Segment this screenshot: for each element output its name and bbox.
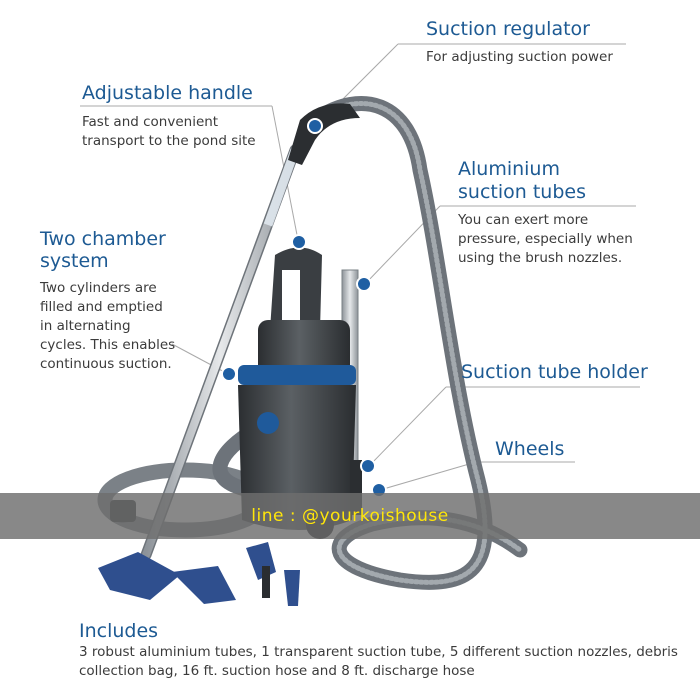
- callout-suction-regulator-desc: For adjusting suction power: [426, 49, 613, 65]
- callout-adjustable-handle-desc-line2: transport to the pond site: [82, 133, 256, 149]
- callout-adjustable-handle-title: Adjustable handle: [82, 82, 253, 104]
- callout-aluminium-tubes-desc-line1: You can exert more: [458, 212, 589, 228]
- callout-two-chamber-desc-line3: in alternating: [40, 318, 131, 334]
- marker-adjustable-handle: [291, 234, 307, 250]
- callout-tube-holder-title: Suction tube holder: [461, 361, 648, 383]
- callout-adjustable-handle-desc-line1: Fast and convenient: [82, 114, 219, 130]
- callout-two-chamber-desc-line1: Two cylinders are: [40, 280, 157, 296]
- callout-aluminium-tubes-desc-line3: using the brush nozzles.: [458, 250, 623, 266]
- watermark-text: line : @yourkoishouse: [251, 506, 449, 526]
- marker-two-chamber: [221, 366, 237, 382]
- marker-tube-holder: [360, 458, 376, 474]
- callout-two-chamber-desc-line4: cycles. This enables: [40, 337, 176, 353]
- includes-text: 3 robust aluminium tubes, 1 transparent …: [79, 644, 678, 679]
- callout-aluminium-tubes-desc-line2: pressure, especially when: [458, 231, 633, 247]
- callout-two-chamber-desc-line5: continuous suction.: [40, 356, 172, 372]
- callout-aluminium-tubes-title-line2: suction tubes: [458, 181, 586, 203]
- includes-title: Includes: [79, 620, 159, 642]
- marker-suction-regulator: [307, 118, 323, 134]
- callout-aluminium-tubes-title-line1: Aluminium: [458, 158, 560, 180]
- marker-aluminium-tubes: [356, 276, 372, 292]
- callout-two-chamber-title-line1: Two chamber: [40, 228, 166, 250]
- watermark-banner: line : @yourkoishouse: [0, 493, 700, 539]
- callout-wheels-title: Wheels: [495, 438, 565, 460]
- callout-two-chamber-title-line2: system: [40, 250, 109, 272]
- handle-head: [288, 103, 360, 165]
- callout-two-chamber-desc-line2: filled and emptied: [40, 299, 163, 315]
- aluminium-tube: [140, 144, 301, 561]
- nozzles: [98, 542, 300, 606]
- callout-suction-regulator-title: Suction regulator: [426, 18, 590, 40]
